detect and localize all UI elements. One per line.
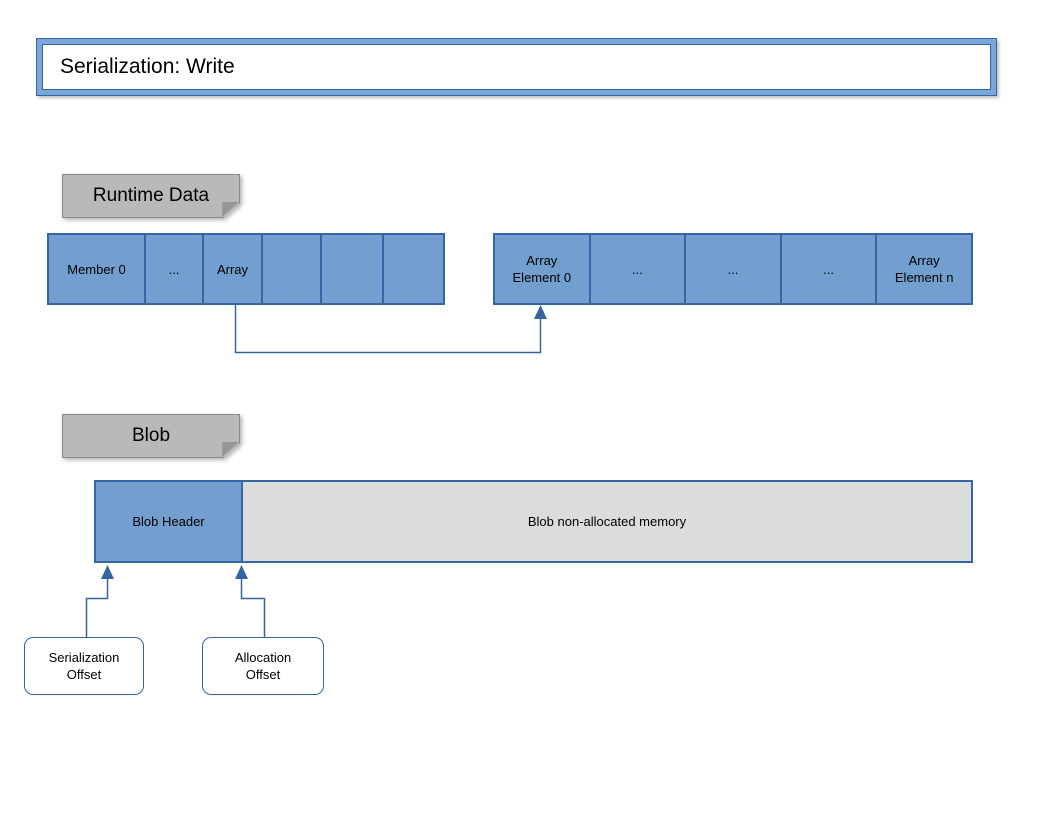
blob-row: Blob Header Blob non-allocated memory [94,480,973,563]
struct-cell-array: Array [202,235,261,303]
serialization-offset-connector [85,578,109,637]
folded-corner-icon [222,202,239,217]
page-title: Serialization: Write [42,44,991,90]
title-bar: Serialization: Write [36,38,997,96]
array-cell-element0: Array Element 0 [495,235,589,303]
array-cell-element-n: Array Element n [875,235,971,303]
struct-cell-empty [261,235,320,303]
array-pointer-connector [234,305,542,354]
blob-note: Blob [62,414,240,458]
blob-label: Blob [131,425,171,446]
allocation-offset-connector [240,578,266,637]
folded-corner-icon [222,442,239,457]
struct-cell-member0: Member 0 [49,235,144,303]
struct-cell-empty [382,235,443,303]
array-cell-ellipsis: ... [779,235,876,303]
array-elements-row: Array Element 0 ... ... ... Array Elemen… [493,233,973,305]
serialization-offset-callout: Serialization Offset [24,637,144,695]
runtime-data-label: Runtime Data [92,185,210,206]
struct-cell-ellipsis: ... [144,235,202,303]
struct-cell-empty [320,235,382,303]
array-cell-ellipsis: ... [588,235,685,303]
runtime-data-note: Runtime Data [62,174,240,218]
allocation-offset-callout: Allocation Offset [202,637,324,695]
array-pointer-arrowhead-icon [534,305,547,319]
runtime-struct-row: Member 0 ... Array [47,233,445,305]
allocation-offset-arrowhead-icon [235,565,248,579]
array-cell-ellipsis: ... [684,235,780,303]
blob-header-cell: Blob Header [96,482,241,561]
serialization-offset-arrowhead-icon [101,565,114,579]
blob-memory-cell: Blob non-allocated memory [241,482,971,561]
